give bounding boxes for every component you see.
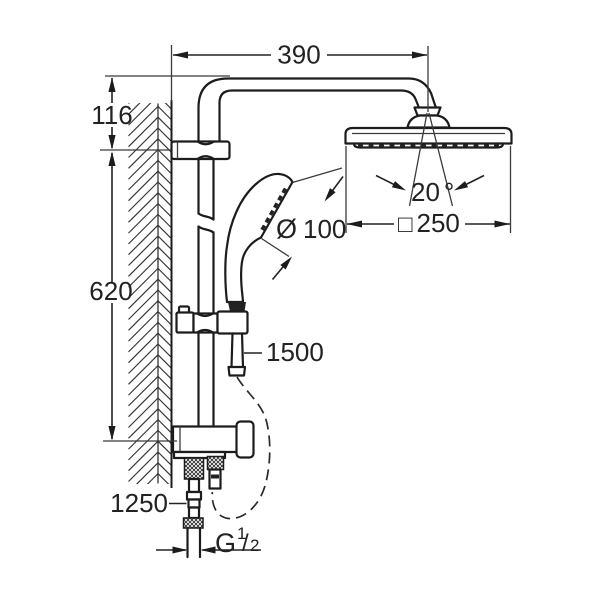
arrowhead-right <box>172 546 188 554</box>
dimension-spray-angle: 20° <box>375 112 485 207</box>
head-shower-nozzles <box>358 144 499 147</box>
dimension-head-size: □250 <box>345 146 512 238</box>
arrowhead-right <box>391 181 406 191</box>
arrowhead-down <box>108 135 116 150</box>
rail-slider <box>175 305 249 335</box>
slider-clamp-top-curve <box>195 312 215 318</box>
angle-line-left <box>408 112 428 207</box>
dimension-connection-hose: 1250 <box>110 488 187 518</box>
extension-line <box>261 237 290 258</box>
dimension-label-250: □250 <box>398 208 460 238</box>
hand-shower <box>224 172 294 312</box>
bracket-clamp-top <box>196 140 216 146</box>
diverter-valve <box>171 420 255 490</box>
arrowhead-right <box>494 220 510 228</box>
valve-body <box>171 425 239 454</box>
hose-edge <box>240 332 245 369</box>
shower-arm-inner-edge <box>218 89 420 145</box>
arrowhead-left <box>346 220 362 228</box>
slider-clamp-bottom-curve <box>195 328 215 334</box>
head-shower-disc <box>344 126 513 145</box>
dimension-label-1500: 1500 <box>266 337 324 367</box>
dimension-label-620: 620 <box>89 276 132 306</box>
arrowhead-right <box>412 51 428 59</box>
pipe-break-mark <box>197 212 215 221</box>
dimension-label-1250: 1250 <box>110 488 168 518</box>
hose-hanging-loop <box>211 376 271 520</box>
head-shower-mount <box>406 114 451 129</box>
hose-union-nut <box>206 455 225 471</box>
arrowhead-left <box>454 181 469 191</box>
supply-union-upper <box>185 490 203 501</box>
arrowhead-down <box>108 426 116 441</box>
supply-knurled-nut <box>182 517 204 529</box>
hand-shower-handle-cone <box>228 302 246 312</box>
angle-line-right <box>428 112 454 207</box>
dimension-label-20deg: 20° <box>411 177 454 207</box>
dimension-label-116: 116 <box>91 100 132 130</box>
arrowhead-left <box>172 51 188 59</box>
supply-pipe-segment <box>187 506 201 520</box>
arrowhead <box>324 188 336 202</box>
supply-connection-hose <box>182 477 204 559</box>
supply-union-lower <box>187 498 201 509</box>
supply-union-nut <box>183 457 205 480</box>
dimension-arm-reach: 390 <box>170 40 429 112</box>
wall-section <box>128 100 173 488</box>
dimension-shower-hose: 1500 <box>244 337 324 367</box>
slider-left-block <box>175 311 195 334</box>
dimension-thread-size: G1/2 <box>156 524 261 558</box>
pipe-break-mark <box>197 225 215 234</box>
dimension-label-390: 390 <box>277 40 320 70</box>
head-shower <box>344 106 513 149</box>
head-shower-face-plate <box>352 142 505 149</box>
hose-fitting <box>227 365 247 377</box>
hose-connector-band <box>211 474 219 479</box>
dimension-label-thread: G1/2 <box>215 524 259 558</box>
hand-shower-hose <box>211 332 271 520</box>
supply-pipe-segment <box>187 477 201 494</box>
wall-hatch <box>128 103 172 484</box>
arrowhead-up <box>108 77 116 92</box>
arrowhead <box>280 256 292 270</box>
bracket-clamp-bottom <box>196 155 216 161</box>
extension-line <box>292 167 343 184</box>
arrowhead-left <box>200 546 216 554</box>
hose-edge <box>230 332 234 369</box>
arrowhead-up <box>108 151 116 166</box>
hose-connector <box>208 468 222 490</box>
hand-shower-holder <box>216 310 249 335</box>
diverter-knob <box>235 420 255 459</box>
dimension-vertical-offsets: 116 620 <box>89 75 230 442</box>
wall-bracket <box>170 140 231 161</box>
